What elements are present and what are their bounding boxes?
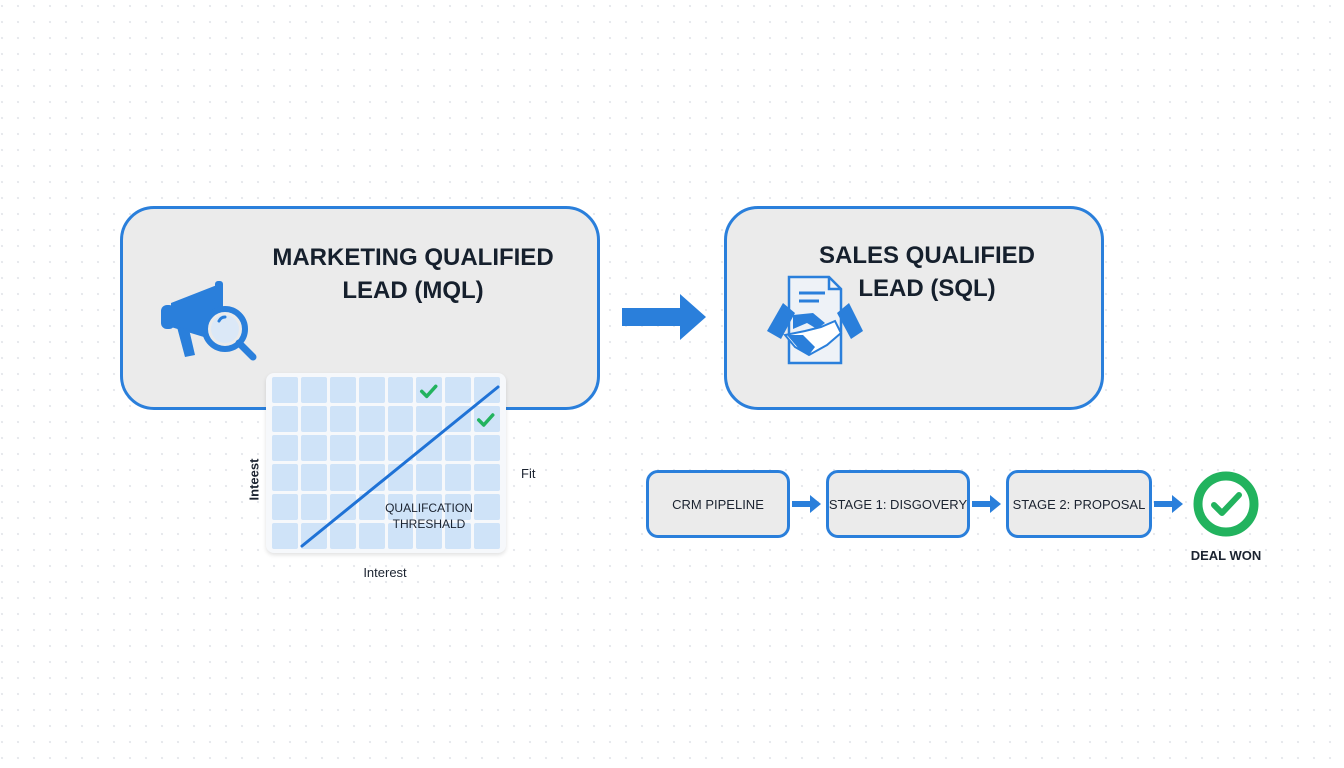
grid-cell: [358, 406, 385, 433]
checkmark-icon: [477, 413, 495, 427]
grid-cell: [387, 435, 414, 462]
grid-cell: [358, 377, 385, 404]
grid-cell: [272, 406, 298, 433]
grid-cell: [445, 435, 472, 462]
grid-cell: [445, 377, 472, 404]
grid-cell: [387, 522, 414, 549]
grid-cell: [358, 522, 385, 549]
grid-cell: [272, 522, 298, 549]
megaphone-search-icon: [161, 281, 257, 361]
grid-cell: [445, 493, 472, 520]
y-axis-label: Inteest: [246, 458, 262, 501]
threshold-overlay: [300, 384, 500, 548]
sql-box: SALES QUALIFIED LEAD (SQL): [724, 206, 1104, 410]
grid-cell: [272, 377, 298, 404]
grid-cell: [387, 406, 414, 433]
pipeline-stage-crm: CRM PIPELINE: [646, 470, 790, 538]
grid-cell: [300, 377, 327, 404]
stage-label: CRM PIPELINE: [672, 496, 764, 512]
grid-cell: [474, 493, 500, 520]
mql-title-line2: LEAD (MQL): [342, 277, 484, 304]
grid-cell: [474, 435, 500, 462]
arrow-right-icon: [792, 495, 821, 513]
sql-title-line1: SALES QUALIFIED: [818, 242, 1035, 269]
x-axis-label: Interest: [363, 565, 407, 580]
sql-title: SALES QUALIFIED LEAD (SQL): [787, 239, 1067, 305]
grid-cell: [272, 493, 298, 520]
grid-cell: [387, 493, 414, 520]
sql-title-line2: LEAD (SQL): [858, 275, 996, 302]
threshold-label-line2: THRESHALD: [392, 517, 466, 531]
handshake-document-icon: [767, 275, 863, 365]
grid-cell: [416, 493, 443, 520]
checkmark-icon: [420, 384, 438, 399]
grid-cell: [329, 406, 356, 433]
fit-axis-label: Fit: [521, 466, 536, 481]
arrow-right-icon: [622, 294, 706, 340]
grid-cell: [300, 493, 327, 520]
grid-cell: [416, 464, 443, 491]
grid-cell: [445, 464, 472, 491]
grid-cell: [416, 406, 443, 433]
arrow-right-icon: [1154, 495, 1183, 513]
qualification-threshold-line: [300, 385, 500, 548]
grid-cell: [329, 377, 356, 404]
grid-cell: [358, 464, 385, 491]
mql-title: MARKETING QUALIFIED LEAD (MQL): [263, 241, 563, 307]
grid-cell: [329, 464, 356, 491]
grid-cell: [445, 522, 472, 549]
grid-cell: [416, 522, 443, 549]
grid-cell: [272, 435, 298, 462]
grid-cell: [474, 464, 500, 491]
qualification-threshold-label: QUALIFCATION THRESHALD: [374, 500, 484, 532]
mql-title-line1: MARKETING QUALIFIED: [272, 244, 554, 271]
lead-scoring-grid: QUALIFCATION THRESHALD: [266, 373, 506, 553]
grid-cell: [300, 406, 327, 433]
pipeline-stage-proposal: STAGE 2: PROPOSAL: [1006, 470, 1152, 538]
grid-cell: [329, 522, 356, 549]
grid-cell: [474, 522, 500, 549]
check-circle-icon: [1193, 471, 1259, 537]
grid-cell: [387, 377, 414, 404]
grid-cell: [300, 464, 327, 491]
grid-cell: [329, 435, 356, 462]
grid-cell: [300, 435, 327, 462]
stage-label: STAGE 1: DISGOVERY: [828, 496, 968, 512]
arrow-right-icon: [972, 495, 1001, 513]
grid-cell: [358, 435, 385, 462]
pipeline-stage-discovery: STAGE 1: DISGOVERY: [826, 470, 970, 538]
grid-cell: [272, 464, 298, 491]
threshold-label-line1: QUALIFCATION: [385, 501, 473, 515]
deal-won-label: DEAL WON: [1190, 548, 1262, 563]
grid-cell: [387, 464, 414, 491]
stage-label: STAGE 2: PROPOSAL: [1012, 496, 1146, 512]
